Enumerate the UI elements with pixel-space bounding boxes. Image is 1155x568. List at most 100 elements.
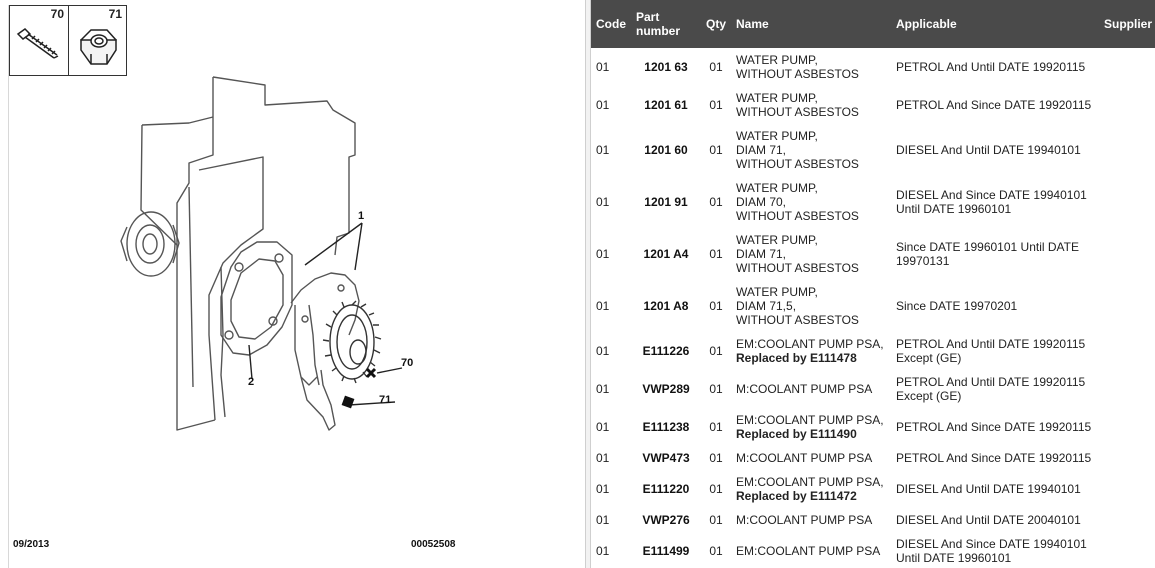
cell-code: 01 <box>596 60 610 74</box>
column-header-applicable[interactable]: Applicable <box>891 0 1099 48</box>
cell-qty: 01 <box>709 60 723 74</box>
cell-qty: 01 <box>709 143 723 157</box>
cell-part-number: 1201 A8 <box>643 299 689 313</box>
name-line: EM:COOLANT PUMP PSA, <box>736 475 884 489</box>
name-line: M:COOLANT PUMP PSA <box>736 451 873 465</box>
cell-name: EM:COOLANT PUMP PSA,Replaced by E111490 <box>731 408 891 446</box>
cell-code: 01 <box>596 344 610 358</box>
cell-qty: 01 <box>709 382 723 396</box>
parts-table: Code Part number Qty Name Applicable Sup… <box>591 0 1155 568</box>
exploded-diagram-panel: 70 71 <box>8 5 580 568</box>
name-line: M:COOLANT PUMP PSA <box>736 513 873 527</box>
name-line: WITHOUT ASBESTOS <box>736 313 859 327</box>
name-line: DIAM 71,5, <box>736 299 797 313</box>
thumbnail-number: 71 <box>108 7 122 21</box>
name-line: DIAM 71, <box>736 143 787 157</box>
column-header-supplier[interactable]: Supplier <box>1099 0 1155 48</box>
cell-supplier <box>1099 470 1155 508</box>
name-line: WITHOUT ASBESTOS <box>736 157 859 171</box>
hex-nut-icon <box>80 29 117 65</box>
applicable-line: Until DATE 19960101 <box>896 551 1012 565</box>
cell-code: 01 <box>596 513 610 527</box>
applicable-line: DIESEL And Until DATE 19940101 <box>896 143 1081 157</box>
nut-location-marker <box>341 395 355 409</box>
water-pump-exploded-view: 1 2 70 71 <box>120 76 413 431</box>
table-header-row: Code Part number Qty Name Applicable Sup… <box>591 0 1155 48</box>
cell-qty: 01 <box>709 98 723 112</box>
cell-part-number: VWP473 <box>642 451 690 465</box>
replaced-by-note[interactable]: Replaced by E111478 <box>736 351 857 365</box>
name-line: WATER PUMP, <box>736 91 818 105</box>
column-header-name[interactable]: Name <box>731 0 891 48</box>
name-line: EM:COOLANT PUMP PSA <box>736 544 881 558</box>
replaced-by-note[interactable]: Replaced by E111472 <box>736 489 857 503</box>
replaced-by-note[interactable]: Replaced by E111490 <box>736 427 857 441</box>
cell-qty: 01 <box>709 247 723 261</box>
cell-name: EM:COOLANT PUMP PSA <box>731 532 891 568</box>
cell-name: EM:COOLANT PUMP PSA,Replaced by E111478 <box>731 332 891 370</box>
cell-qty: 01 <box>709 299 723 313</box>
cell-qty: 01 <box>709 513 723 527</box>
cell-supplier <box>1099 124 1155 176</box>
cell-part-number: 1201 91 <box>644 195 688 209</box>
applicable-line: PETROL And Since DATE 19920115 <box>896 98 1092 112</box>
cell-supplier <box>1099 332 1155 370</box>
cell-supplier <box>1099 532 1155 568</box>
cell-code: 01 <box>596 195 610 209</box>
name-line: WATER PUMP, <box>736 285 818 299</box>
cell-supplier <box>1099 280 1155 332</box>
cell-supplier <box>1099 176 1155 228</box>
cell-code: 01 <box>596 451 610 465</box>
diagram-date: 09/2013 <box>13 539 50 550</box>
column-header-qty[interactable]: Qty <box>701 0 731 48</box>
panel-splitter[interactable] <box>585 0 591 568</box>
cell-qty: 01 <box>709 420 723 434</box>
name-line: WATER PUMP, <box>736 181 818 195</box>
name-line: WITHOUT ASBESTOS <box>736 67 859 81</box>
cell-supplier <box>1099 370 1155 408</box>
cell-applicable: DIESEL And Until DATE 19940101 <box>891 470 1099 508</box>
applicable-line: Except (GE) <box>896 389 962 403</box>
name-line: M:COOLANT PUMP PSA <box>736 382 873 396</box>
callout-1: 1 <box>358 210 364 222</box>
thumbnail-nut[interactable]: 71 <box>68 5 127 76</box>
cell-applicable: PETROL And Since DATE 19920115 <box>891 408 1099 446</box>
column-header-part-number[interactable]: Part number <box>631 0 701 48</box>
name-line: WITHOUT ASBESTOS <box>736 209 859 223</box>
applicable-line: Until DATE 19960101 <box>896 202 1012 216</box>
applicable-line: Since DATE 19970201 <box>896 299 1018 313</box>
cell-qty: 01 <box>709 544 723 558</box>
cell-code: 01 <box>596 247 610 261</box>
applicable-line: PETROL And Until DATE 19920115 <box>896 337 1086 351</box>
name-line: DIAM 71, <box>736 247 787 261</box>
cell-applicable: PETROL And Since DATE 19920115 <box>891 446 1099 470</box>
diagram-reference: 00052508 <box>411 539 456 550</box>
applicable-line: PETROL And Since DATE 19920115 <box>896 451 1092 465</box>
cell-part-number: 1201 A4 <box>643 247 689 261</box>
cell-qty: 01 <box>709 344 723 358</box>
cell-qty: 01 <box>709 195 723 209</box>
cell-applicable: PETROL And Since DATE 19920115 <box>891 86 1099 124</box>
applicable-line: PETROL And Until DATE 19920115 <box>896 60 1086 74</box>
name-line: WATER PUMP, <box>736 233 818 247</box>
thumbnail-bolt[interactable]: 70 <box>9 5 68 76</box>
column-header-code[interactable]: Code <box>591 0 631 48</box>
cell-supplier <box>1099 408 1155 446</box>
name-line: WATER PUMP, <box>736 53 818 67</box>
